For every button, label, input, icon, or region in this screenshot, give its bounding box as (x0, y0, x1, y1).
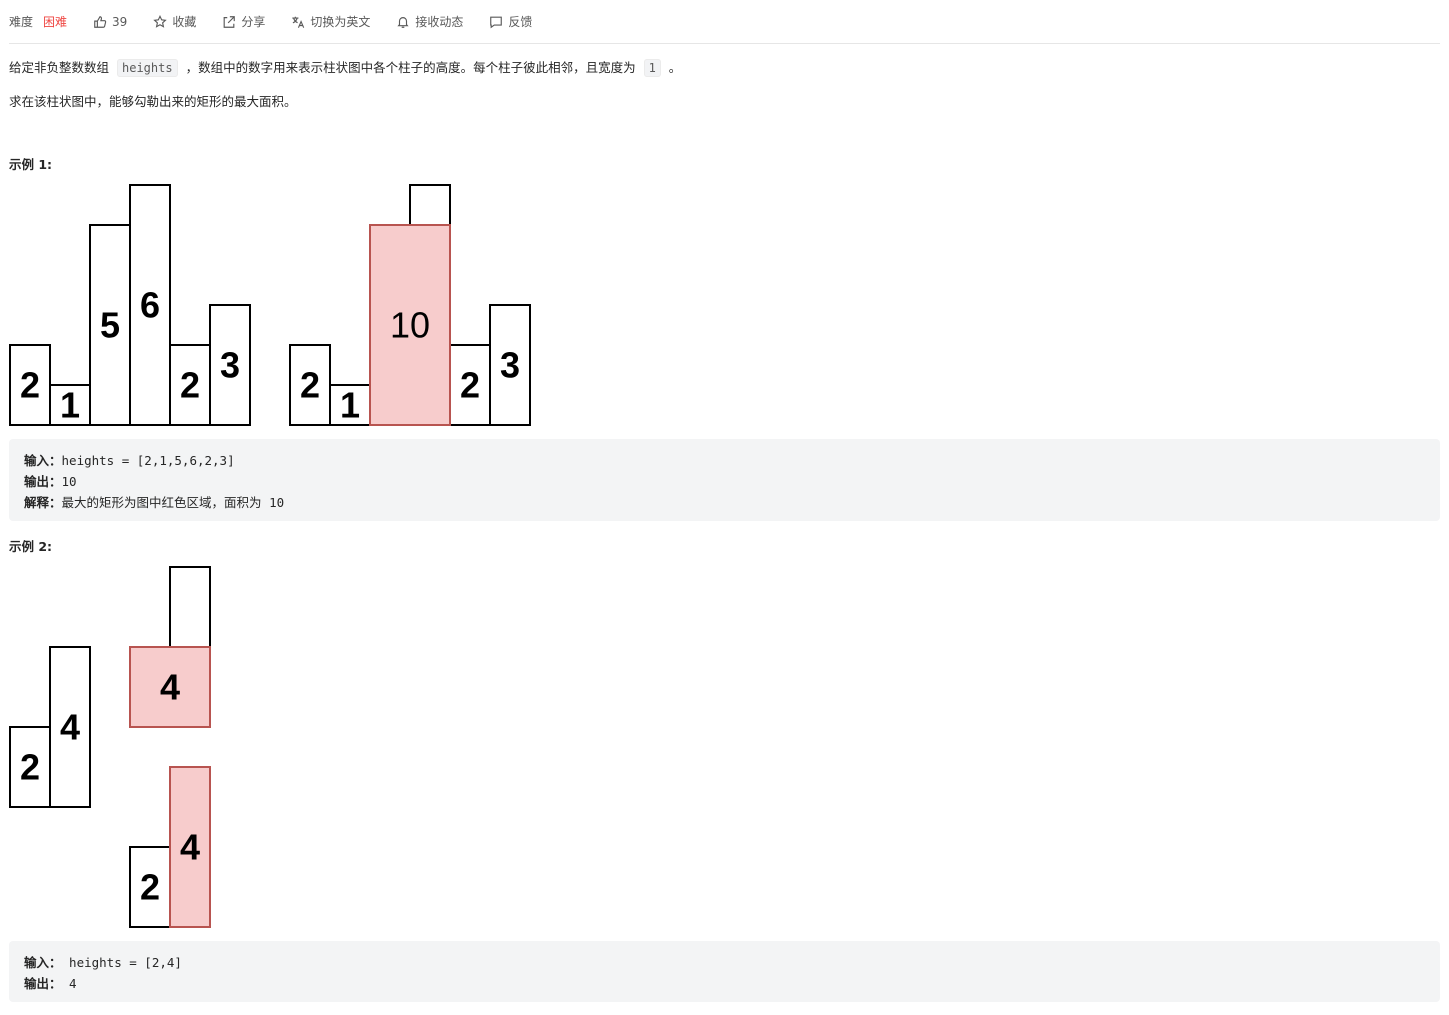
ex2-area-label-tall: 4 (180, 827, 200, 868)
inline-code-one: 1 (643, 59, 661, 77)
ex1-bar (49, 384, 91, 426)
feedback-icon (490, 16, 503, 28)
ex1-right-bar (329, 384, 371, 426)
explain-text: 最大的矩形为图中红色区域，面积为 (61, 495, 262, 510)
example-1-output-line: 输出：10 (24, 471, 77, 490)
feedback-label: 反馈 (508, 15, 533, 29)
ex1-right-bar-label: 3 (500, 345, 520, 386)
ex2-max-rectangle-tall (169, 766, 211, 928)
inline-code-heights: heights (117, 59, 178, 77)
share-label: 分享 (241, 15, 266, 29)
ex2-bar (9, 726, 51, 808)
ex1-bar (9, 344, 51, 426)
thumbs-up-icon (94, 15, 107, 28)
ex1-max-area-label: 10 (390, 305, 430, 346)
desc-text-3: 。 (668, 60, 682, 75)
ex1-bar (129, 184, 171, 426)
ex1-bar (169, 344, 211, 426)
translate-icon (292, 16, 305, 28)
explain-value: 10 (269, 495, 285, 510)
difficulty-label: 难度 (9, 15, 34, 29)
like-count: 39 (112, 14, 128, 29)
example-1-title: 示例 1: (9, 157, 53, 172)
output-label: 输出： (24, 474, 62, 489)
ex1-bar-top (409, 184, 451, 226)
ex1-bar (209, 304, 251, 426)
example-2-title: 示例 2: (9, 539, 53, 554)
output-value: 10 (61, 474, 77, 489)
ex1-bar-label: 2 (180, 365, 200, 406)
star-icon (153, 14, 168, 28)
example-2-code-block: 输入： heights = [2,4] 输出： 4 (9, 941, 1440, 1002)
switch-language-label: 切换为英文 (310, 15, 371, 29)
example-1-code-block: 输入：heights = [2,1,5,6,2,3] 输出：10 解释：最大的矩… (9, 439, 1440, 521)
bell-icon (397, 16, 409, 28)
ex1-bar-label: 6 (140, 285, 160, 326)
ex1-right-bar-label: 1 (340, 385, 360, 426)
ex2-max-rectangle-wide (129, 646, 211, 728)
explain-label: 解释： (24, 495, 62, 510)
ex1-bar (89, 224, 131, 426)
input-label: 输入： (24, 955, 62, 970)
ex2-bar-top (169, 566, 211, 648)
input-value: heights = [2,1,5,6,2,3] (61, 453, 235, 468)
ex2-bar-short-label: 2 (140, 867, 160, 908)
ex1-right-bar (489, 304, 531, 426)
ex2-bar-label: 2 (20, 747, 40, 788)
desc-text-2: ，数组中的数字用来表示柱状图中各个柱子的高度。每个柱子彼此相邻，且宽度为 (185, 60, 636, 75)
ex2-bar (49, 646, 91, 808)
ex1-bar-label: 5 (100, 305, 120, 346)
feedback-button[interactable]: 反馈 (489, 13, 532, 30)
difficulty: 难度 困难 (9, 13, 67, 30)
share-button[interactable]: 分享 (222, 13, 265, 30)
favorite-label: 收藏 (172, 15, 197, 29)
ex1-bar-label: 2 (20, 365, 40, 406)
output-value: 4 (61, 976, 77, 991)
ex1-right-bar-label: 2 (460, 365, 480, 406)
ex1-right-bar (289, 344, 331, 426)
example-2-output-line: 输出： 4 (24, 973, 77, 992)
subscribe-label: 接收动态 (415, 15, 464, 29)
ex2-bar-label: 4 (60, 707, 80, 748)
like-button[interactable]: 39 (93, 15, 127, 29)
ex1-right-bar-label: 2 (300, 365, 320, 406)
subscribe-button[interactable]: 接收动态 (396, 13, 463, 30)
input-value: heights = [2,4] (61, 955, 182, 970)
example-1-input-line: 输入：heights = [2,1,5,6,2,3] (24, 450, 235, 469)
example-2-input-line: 输入： heights = [2,4] (24, 952, 182, 971)
ex1-bar-label: 3 (220, 345, 240, 386)
favorite-button[interactable]: 收藏 (153, 13, 196, 30)
problem-question: 求在该柱状图中，能够勾勒出来的矩形的最大面积。 (9, 94, 297, 109)
problem-toolbar: 难度 困难 39 收藏 分享 切换为英文 接收动态 反馈 (9, 0, 1440, 44)
switch-language-button[interactable]: 切换为英文 (291, 13, 370, 30)
ex2-area-label-wide: 4 (160, 667, 180, 708)
difficulty-value: 困难 (43, 15, 68, 29)
example-1-explain-line: 解释：最大的矩形为图中红色区域，面积为 10 (24, 492, 284, 511)
share-icon (223, 15, 236, 28)
input-label: 输入： (24, 453, 62, 468)
problem-description: 给定非负整数数组 heights ，数组中的数字用来表示柱状图中各个柱子的高度。… (9, 57, 682, 77)
output-label: 输出： (24, 976, 62, 991)
ex1-max-rectangle (369, 224, 451, 426)
ex1-bar-label: 1 (60, 385, 80, 426)
desc-text-1: 给定非负整数数组 (9, 60, 110, 75)
